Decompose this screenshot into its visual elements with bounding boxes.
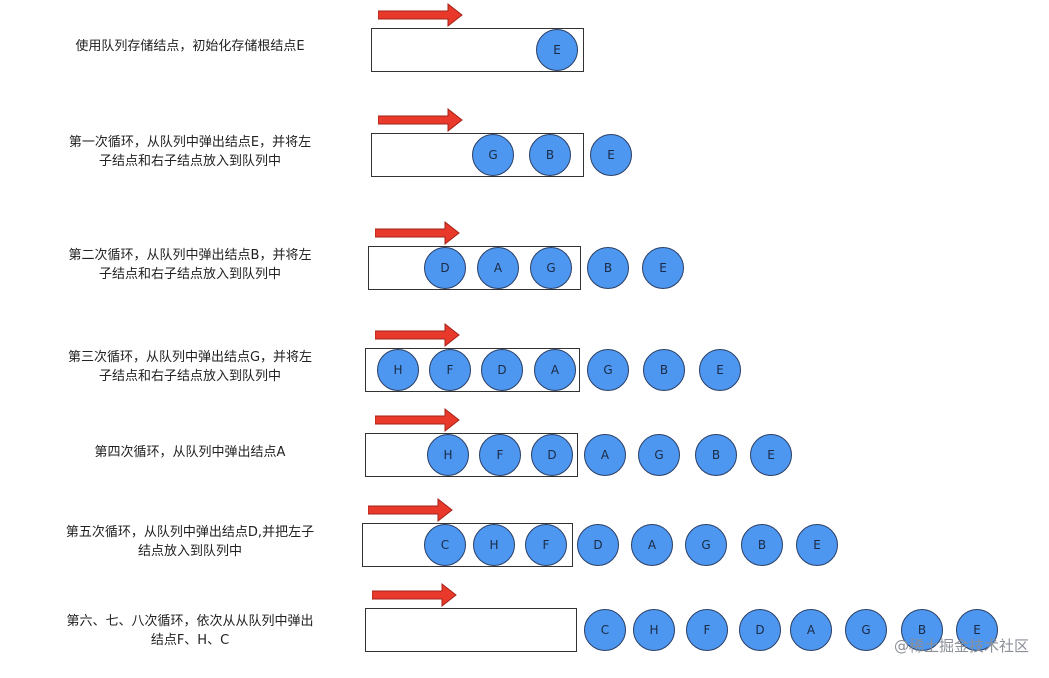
popped-node-e: E (699, 349, 741, 391)
watermark: @稀土掘金技术社区 (893, 637, 1029, 655)
queue-node-e: E (536, 29, 578, 71)
direction-arrow-icon (372, 582, 457, 608)
queue-node-h: H (473, 524, 515, 566)
popped-node-b: B (741, 524, 783, 566)
queue-node-h: H (377, 349, 419, 391)
queue-node-d: D (481, 349, 523, 391)
popped-node-e: E (796, 524, 838, 566)
step-label: 第五次循环，从队列中弹出结点D,并把左子 结点放入到队列中 (65, 525, 315, 559)
popped-node-b: B (587, 247, 629, 289)
popped-node-c: C (584, 609, 626, 651)
step-label: 第四次循环，从队列中弹出结点A (94, 445, 286, 460)
popped-node-d: D (577, 524, 619, 566)
queue-node-a: A (534, 349, 576, 391)
step-label: 第三次循环，从队列中弹出结点G，并将左 子结点和右子结点放入到队列中 (67, 350, 313, 384)
queue-node-f: F (525, 524, 567, 566)
queue-node-g: G (472, 134, 514, 176)
popped-node-g: G (638, 434, 680, 476)
step-label: 第六、七、八次循环，依次从从队列中弹出 结点F、H、C (66, 614, 314, 648)
queue-node-d: D (424, 247, 466, 289)
queue-node-f: F (479, 434, 521, 476)
popped-node-e: E (590, 134, 632, 176)
queue-box (365, 608, 577, 652)
direction-arrow-icon (378, 107, 463, 133)
queue-node-c: C (424, 524, 466, 566)
popped-node-a: A (631, 524, 673, 566)
queue-node-a: A (477, 247, 519, 289)
popped-node-g: G (685, 524, 727, 566)
popped-node-e: E (642, 247, 684, 289)
popped-node-h: H (633, 609, 675, 651)
popped-node-e: E (956, 609, 998, 651)
queue-node-d: D (531, 434, 573, 476)
queue-node-g: G (530, 247, 572, 289)
direction-arrow-icon (375, 220, 460, 246)
popped-node-f: F (686, 609, 728, 651)
popped-node-d: D (739, 609, 781, 651)
popped-node-e: E (750, 434, 792, 476)
popped-node-b: B (695, 434, 737, 476)
popped-node-b: B (901, 609, 943, 651)
queue-node-b: B (529, 134, 571, 176)
popped-node-b: B (643, 349, 685, 391)
direction-arrow-icon (375, 322, 460, 348)
direction-arrow-icon (378, 2, 463, 28)
step-label: 第二次循环，从队列中弹出结点B，并将左 子结点和右子结点放入到队列中 (68, 248, 312, 282)
popped-node-a: A (790, 609, 832, 651)
direction-arrow-icon (368, 497, 453, 523)
direction-arrow-icon (375, 407, 460, 433)
queue-node-h: H (427, 434, 469, 476)
popped-node-g: G (845, 609, 887, 651)
popped-node-g: G (587, 349, 629, 391)
popped-node-a: A (584, 434, 626, 476)
step-label: 使用队列存储结点，初始化存储根结点E (75, 39, 305, 54)
queue-node-f: F (429, 349, 471, 391)
step-label: 第一次循环，从队列中弹出结点E，并将左 子结点和右子结点放入到队列中 (68, 135, 312, 169)
